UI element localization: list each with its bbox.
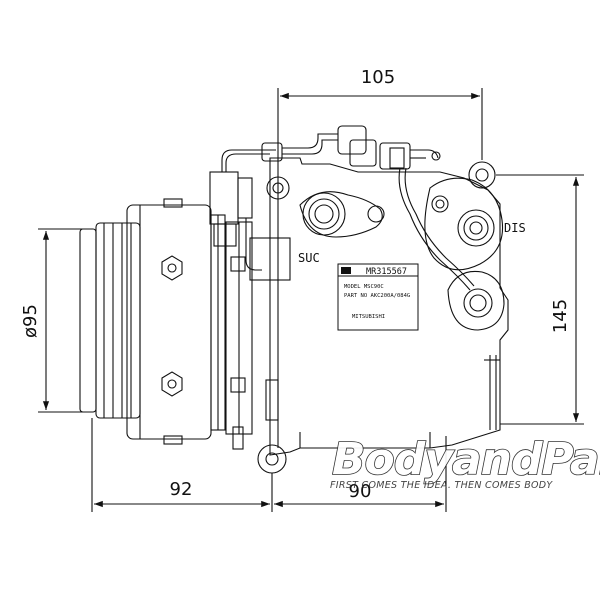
watermark-tagline: FIRST COMES THE IDEA. THEN COMES BODY	[330, 480, 553, 491]
discharge-port-label: DIS	[504, 221, 526, 235]
dimension-92: 92	[170, 479, 193, 500]
wiring-harness	[209, 125, 475, 291]
watermark: BodyandParts FIRST COMES THE IDEA. THEN …	[330, 433, 600, 491]
nameplate: MR315567 MODEL MSC90C PART NO AKC200A/08…	[337, 263, 419, 331]
dimension-diameter-95: ø95	[20, 304, 41, 338]
pulley	[79, 198, 226, 445]
suction-port-label: SUC	[298, 251, 320, 265]
nameplate-model: MODEL MSC90C	[344, 284, 384, 290]
dimension-145: 145	[550, 299, 571, 333]
dimension-90: 90	[349, 481, 372, 502]
compressor-body	[225, 157, 509, 474]
nameplate-part-number: MR315567	[366, 267, 407, 277]
watermark-brand: BodyandParts	[332, 434, 600, 485]
nameplate-maker: MITSUBISHI	[352, 314, 385, 320]
dimension-lines	[38, 88, 584, 512]
nameplate-part-line: PART NO AKC200A/084G	[344, 293, 410, 299]
dimension-105: 105	[361, 67, 395, 88]
